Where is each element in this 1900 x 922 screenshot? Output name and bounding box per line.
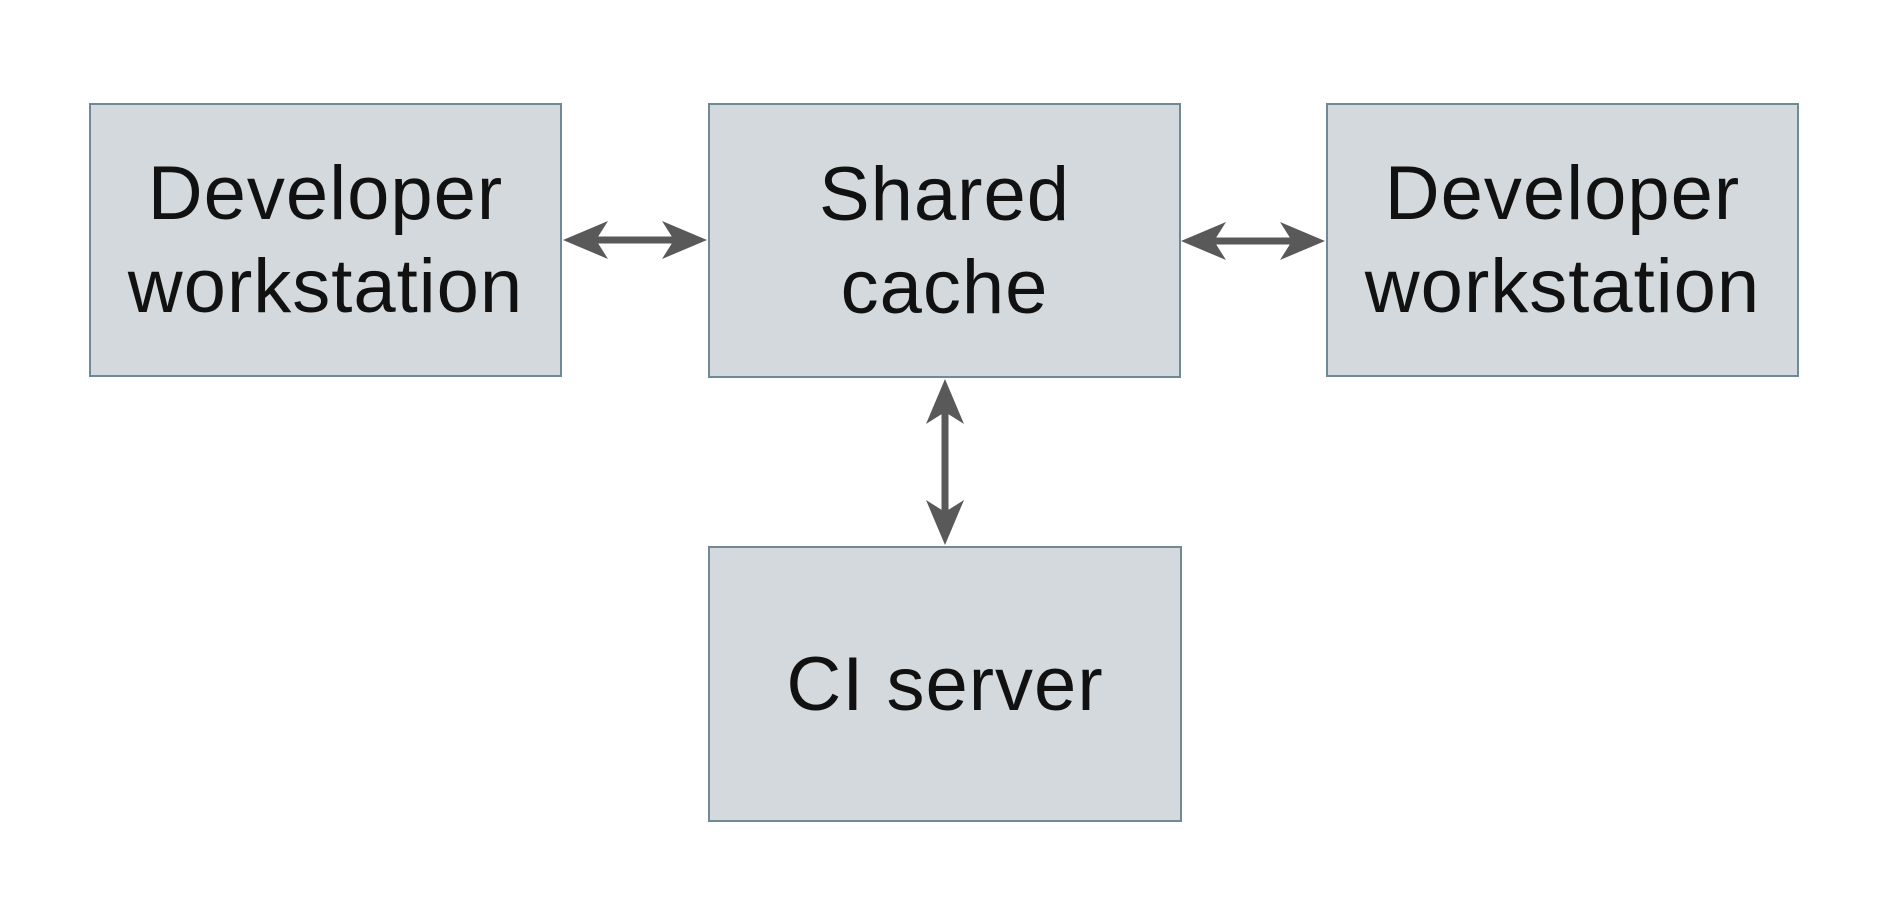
arrow-cache-ci-server (923, 378, 967, 546)
double-headed-arrow-icon (926, 379, 964, 545)
node-label-developer-workstation-right: Developer workstation (1364, 151, 1761, 329)
arrow-cache-workstation-right (1180, 219, 1326, 263)
node-label-ci-server: CI server (786, 641, 1104, 727)
node-label-shared-cache: Shared cache (818, 151, 1071, 330)
node-label-developer-workstation-left: Developer workstation (127, 151, 524, 329)
node-ci-server: CI server (708, 546, 1182, 822)
node-developer-workstation-right: Developer workstation (1326, 103, 1799, 377)
double-headed-arrow-icon (1181, 222, 1325, 260)
node-shared-cache: Shared cache (708, 103, 1181, 378)
double-headed-arrow-icon (563, 221, 707, 259)
arrow-workstation-left-cache (562, 218, 708, 262)
node-developer-workstation-left: Developer workstation (89, 103, 562, 377)
